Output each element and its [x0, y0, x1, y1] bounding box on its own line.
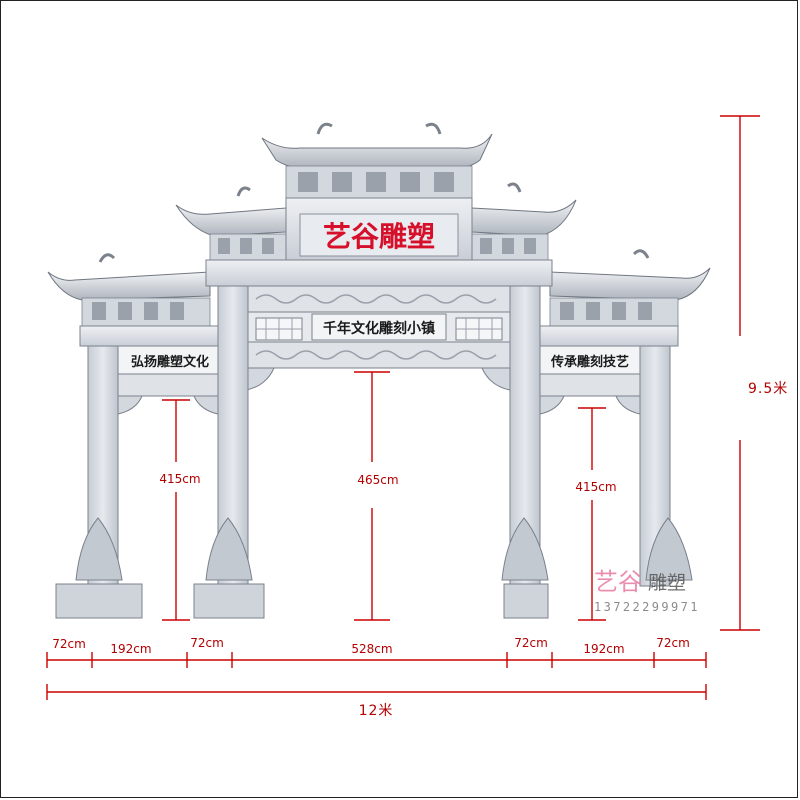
- segment-label-3: 72cm: [190, 636, 224, 650]
- center-lower-frieze: [245, 341, 511, 369]
- overall-height-label: 9.5米: [748, 381, 788, 397]
- pillar-1: [55, 345, 143, 619]
- pillar-4: [639, 345, 693, 587]
- main-plaque-board: [299, 213, 459, 257]
- right-side-plaque-text: 传承雕刻技艺: [550, 354, 629, 370]
- center-opening-height-label: 465cm: [357, 473, 398, 487]
- watermark-phone: 13722299971: [594, 600, 700, 614]
- left-side-top-beam: [79, 325, 219, 347]
- left-middle-roof: [175, 186, 287, 261]
- pillar-2: [193, 285, 265, 619]
- left-side-roof: [47, 253, 211, 327]
- right-side-frieze: [539, 373, 641, 397]
- overall-width-label: 12米: [359, 703, 394, 719]
- segment-label-4: 528cm: [351, 642, 392, 656]
- right-side-plaque-board: [539, 345, 641, 375]
- segment-label-5: 72cm: [514, 636, 548, 650]
- center-top-beam: [205, 259, 553, 287]
- center-plaque-text: 千年文化雕刻小镇: [323, 320, 435, 337]
- left-opening-height-label: 415cm: [159, 472, 200, 486]
- center-left-bracket: [245, 367, 275, 391]
- segment-label-6: 192cm: [583, 642, 624, 656]
- segment-label-2: 192cm: [110, 642, 151, 656]
- left-side-plaque-text: 弘扬雕塑文化: [131, 354, 209, 370]
- watermark-name: 雕塑: [648, 572, 686, 594]
- right-side-top-beam: [539, 325, 679, 347]
- segment-label-7: 72cm: [656, 636, 690, 650]
- watermark-brand: 艺谷: [594, 568, 642, 596]
- center-plaque-board: [311, 313, 447, 341]
- right-middle-roof: [471, 182, 577, 261]
- segment-label-1: 72cm: [52, 637, 86, 651]
- right-opening-height-label: 415cm: [575, 480, 616, 494]
- center-carved-frieze: [245, 285, 511, 313]
- dimension-lines: [46, 115, 760, 700]
- main-plaque-title: 艺谷雕塑: [323, 220, 435, 253]
- pillar-3: [501, 285, 549, 619]
- right-side-roof: [549, 249, 711, 327]
- top-roof: [261, 122, 493, 199]
- left-side-frieze: [117, 373, 219, 397]
- brand-watermark: 艺谷 雕塑 13722299971: [594, 568, 700, 614]
- center-right-bracket: [481, 367, 511, 391]
